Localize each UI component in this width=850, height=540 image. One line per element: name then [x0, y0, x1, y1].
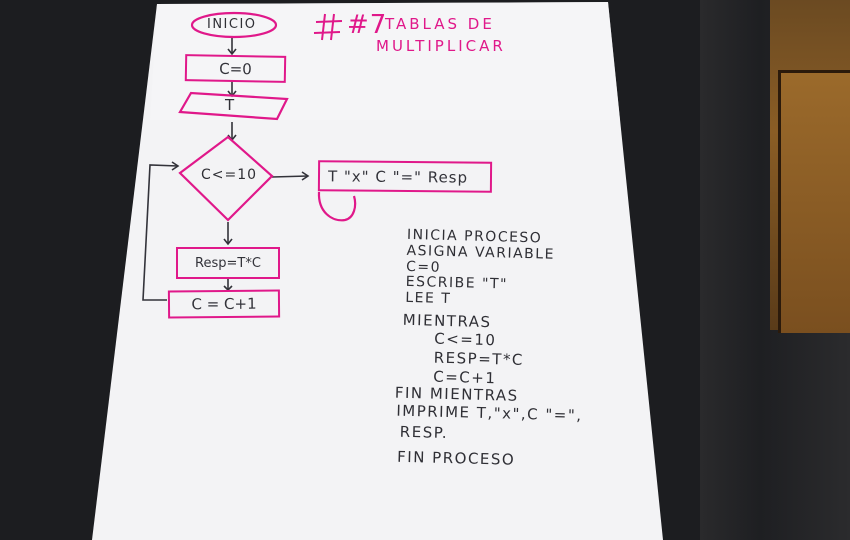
- pseudocode-line: LEE T: [405, 289, 452, 308]
- title-line-2: MULTIPLICAR: [376, 37, 506, 55]
- flowchart-condition-text: C<=10: [201, 167, 258, 183]
- flowchart-increment-box: C = C+1: [167, 289, 281, 319]
- flowchart-start: INICIO: [207, 17, 257, 32]
- pseudocode-line: MIENTRAS: [402, 310, 492, 332]
- flowchart-init-text: C=0: [219, 59, 252, 78]
- pseudocode-block: INICIA PROCESO ASIGNA VARIABLE C=0 ESCRI…: [395, 227, 653, 473]
- flowchart-output-box: T "x" C "=" Resp: [317, 160, 493, 193]
- flowchart-compute-text: Resp=T*C: [195, 255, 261, 271]
- pseudocode-line: RESP=T*C: [433, 348, 525, 369]
- flowchart-increment-text: C = C+1: [191, 294, 257, 314]
- wooden-object-edge: [778, 70, 850, 333]
- title-number: #7: [347, 10, 388, 40]
- flowchart-compute-box: Resp=T*C: [176, 247, 280, 279]
- title-line-1: TABLAS DE: [385, 15, 495, 33]
- flowchart-init-box: C=0: [184, 54, 287, 83]
- flowchart-output-text: T "x" C "=" Resp: [327, 166, 469, 187]
- flowchart-input-text: T: [225, 96, 236, 114]
- pseudocode-line: C<=10: [434, 329, 497, 350]
- pseudocode-line: RESP.: [399, 422, 449, 443]
- pseudocode-line: IMPRIME T,"x",C "=",: [396, 401, 583, 425]
- pseudocode-line: FIN PROCESO: [396, 447, 516, 469]
